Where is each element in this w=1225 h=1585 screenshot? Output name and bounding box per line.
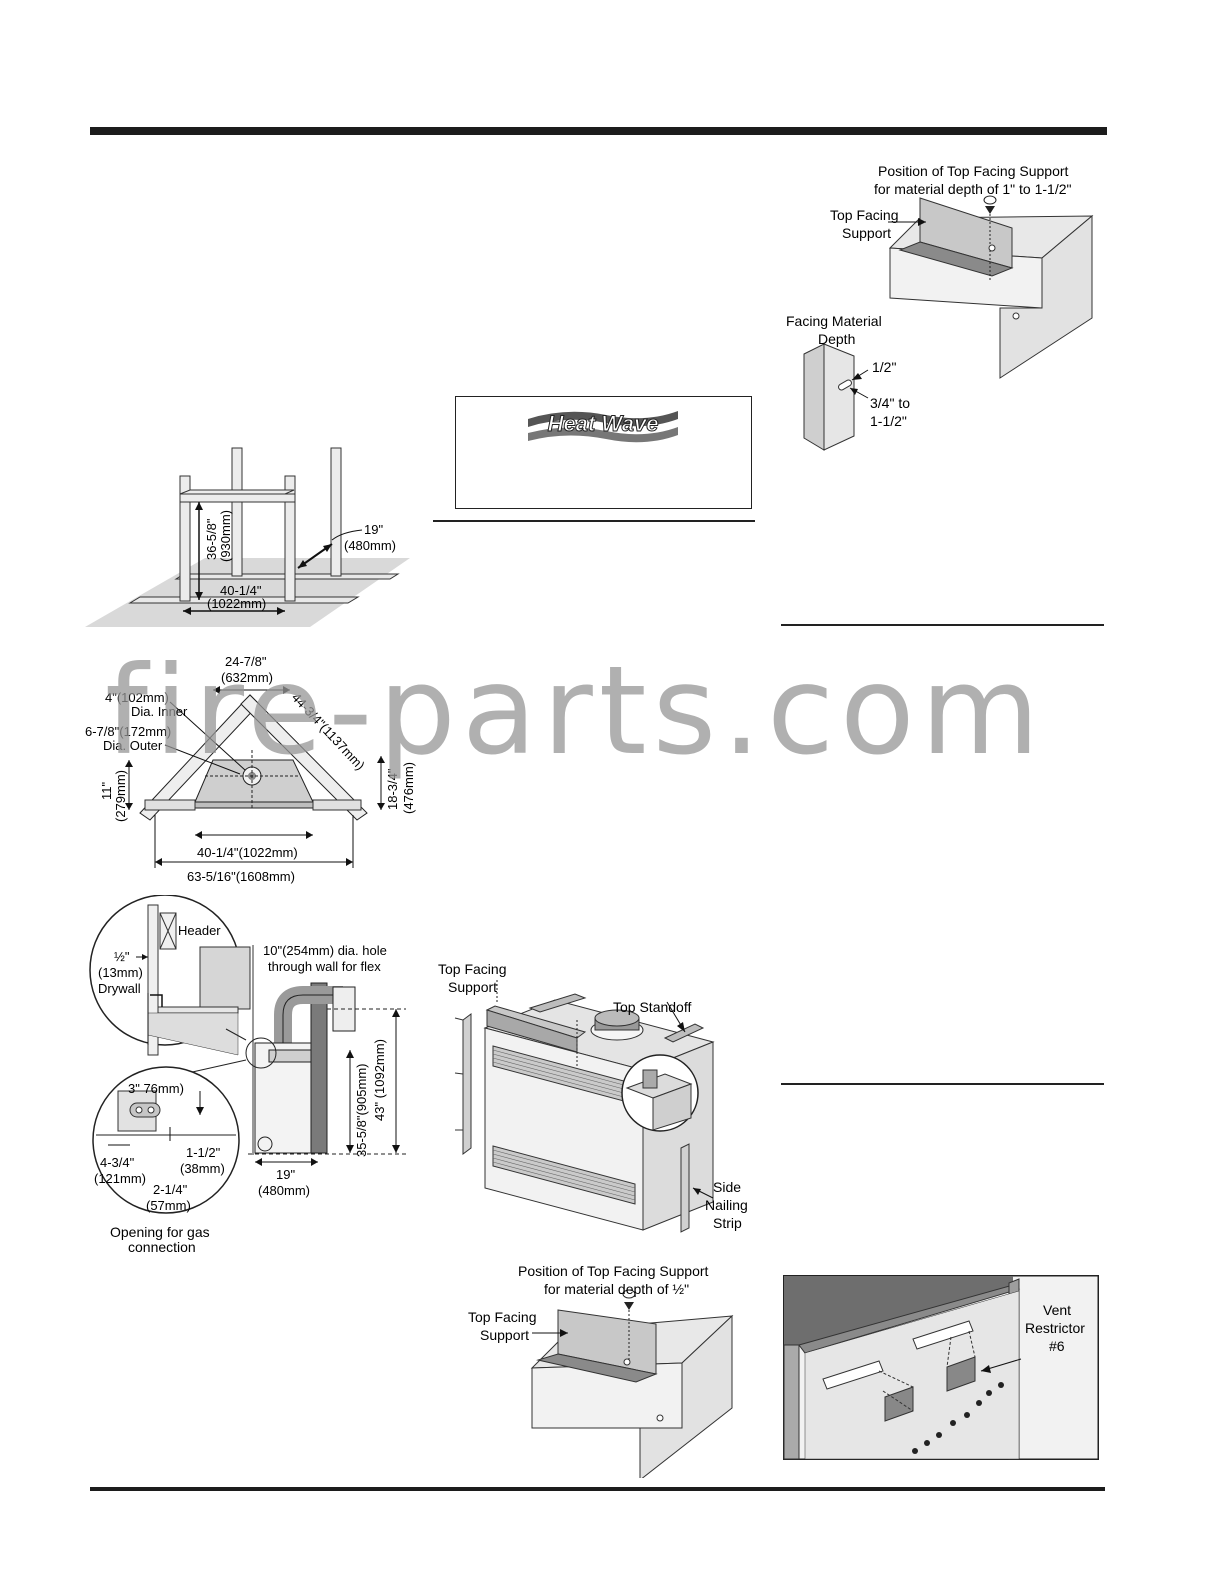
watermark: fire-parts.com — [105, 640, 1046, 782]
heatwave-logo: Heat Wave — [528, 411, 678, 443]
side-drywall-1: ½" — [114, 949, 130, 964]
vent-restrictor-diagram: Vent Restrictor #6 — [783, 1275, 1099, 1460]
side-drywall-3: Drywall — [98, 981, 141, 996]
side-header-label: Header — [178, 923, 221, 938]
framing-depth-mm: (480mm) — [344, 538, 396, 553]
support-half-diagram: Position of Top Facing Support for mater… — [468, 1263, 734, 1478]
side-depth: 19" — [276, 1167, 295, 1182]
corner-inner-width: 40-1/4"(1022mm) — [197, 845, 298, 860]
half-pos-1: Position of Top Facing Support — [518, 1263, 709, 1279]
corner-left-mm: (279mm) — [113, 770, 128, 822]
corner-top-mm: (632mm) — [221, 670, 273, 685]
gas-a-mm: (121mm) — [94, 1171, 146, 1186]
fireplace-standoff: Top Standoff — [613, 999, 691, 1015]
corner-outer-sub: Dia. Outer — [103, 738, 163, 753]
heatwave-logo-text: Heat Wave — [548, 411, 659, 436]
side-hole-2: through wall for flex — [268, 959, 381, 974]
corner-inner-sub: Dia. Inner — [131, 704, 188, 719]
thick-range-1: 3/4" to — [870, 395, 910, 411]
fireplace-diagram: Top Facing Support Top Standoff Side Nai… — [438, 961, 748, 1233]
half-tfs-2: Support — [480, 1327, 529, 1343]
gas-b: 1-1/2" — [186, 1145, 221, 1160]
gas-caption-1: Opening for gas — [110, 1224, 210, 1240]
vent-label-3: #6 — [1049, 1338, 1065, 1354]
corner-outer-width: 63-5/16"(1608mm) — [187, 869, 295, 884]
half-pos-2: for material depth of ½" — [544, 1281, 689, 1297]
corner-right-label: 18-3/4" — [385, 768, 400, 810]
thick-tfs-2: Support — [842, 225, 891, 241]
side-h2: 43" (1092mm) — [372, 1039, 387, 1121]
gas-caption-2: connection — [128, 1239, 196, 1255]
side-depth-mm: (480mm) — [258, 1183, 310, 1198]
top-rule — [90, 127, 1107, 135]
gas-c-mm: (57mm) — [146, 1198, 191, 1213]
framing-height-mm: (930mm) — [218, 510, 233, 562]
framing-width-mm: (1022mm) — [207, 596, 266, 611]
column-rule-middle — [433, 520, 755, 522]
corner-diagram: 24-7/8" (632mm) 4"(102mm) Dia. Inner 6-7… — [85, 654, 416, 884]
support-thick-diagram: Position of Top Facing Support for mater… — [786, 163, 1094, 451]
fireplace-tfs-2: Support — [448, 979, 497, 995]
gas-b-mm: (38mm) — [180, 1161, 225, 1176]
column-rule-right-2 — [781, 1083, 1104, 1085]
vent-label-1: Vent — [1043, 1302, 1071, 1318]
thick-pos-2: for material depth of 1" to 1-1/2" — [874, 181, 1072, 197]
corner-outer-label: 6-7/8"(172mm) — [85, 724, 171, 739]
thick-range-2: 1-1/2" — [870, 413, 907, 429]
thick-fmd-1: Facing Material — [786, 313, 882, 329]
fireplace-side-3: Strip — [713, 1215, 742, 1231]
column-rule-right-1 — [781, 624, 1104, 626]
bottom-rule — [90, 1487, 1105, 1491]
framing-depth-label: 19" — [364, 522, 383, 537]
corner-left-label: 11" — [99, 782, 114, 800]
corner-right-mm: (476mm) — [401, 762, 416, 814]
fireplace-side-2: Nailing — [705, 1197, 748, 1213]
half-tfs-1: Top Facing — [468, 1309, 536, 1325]
corner-top-label: 24-7/8" — [225, 654, 267, 669]
thick-half: 1/2" — [872, 359, 896, 375]
framing-width-label: 40-1/4" — [220, 583, 262, 598]
side-drywall-2: (13mm) — [98, 965, 143, 980]
framing-height-label: 36-5/8" — [204, 518, 219, 560]
corner-inner-label: 4"(102mm) — [105, 690, 169, 705]
vent-label-2: Restrictor — [1025, 1320, 1085, 1336]
thick-pos-1: Position of Top Facing Support — [878, 163, 1069, 179]
fireplace-tfs-1: Top Facing — [438, 961, 506, 977]
gas-width: 3" 76mm) — [128, 1081, 184, 1096]
gas-c: 2-1/4" — [153, 1182, 188, 1197]
framing-diagram: 36-5/8" (930mm) 19" (480mm) 40-1/4" (102… — [85, 447, 410, 627]
fireplace-side-1: Side — [713, 1179, 741, 1195]
logo-box: Heat Wave — [455, 396, 752, 509]
gas-a: 4-3/4" — [100, 1155, 135, 1170]
thick-fmd-2: Depth — [818, 331, 855, 347]
side-h1: 35-5/8"(905mm) — [354, 1064, 369, 1157]
thick-tfs-1: Top Facing — [830, 207, 898, 223]
side-hole-1: 10"(254mm) dia. hole — [263, 943, 387, 958]
side-view-diagram: Header ½" (13mm) Drywall 10"(254mm) dia.… — [89, 895, 406, 1255]
